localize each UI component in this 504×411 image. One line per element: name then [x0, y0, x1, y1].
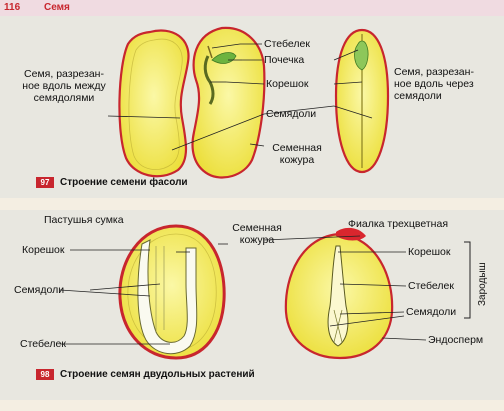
label-right-cotyledons: Семядоли [406, 306, 457, 318]
label-seed-coat-98-line2: кожура [239, 234, 275, 246]
label-cut-between: Семя, разрезан- ное вдоль между семядоля… [14, 68, 114, 104]
label-left-cotyledons: Семядоли [14, 284, 65, 296]
figure97-number: 97 [36, 177, 54, 188]
shepherds-purse-seed [118, 224, 226, 360]
bean-half-left [118, 29, 190, 178]
label-left-root: Корешок [22, 244, 65, 256]
label-stem: Стебелек [264, 38, 310, 50]
figure98-caption: Строение семян двудольных растений [60, 369, 255, 380]
label-shepherds-purse: Пастушья сумка [44, 214, 124, 226]
page-number: 116 [4, 2, 21, 13]
label-bud: Почечка [264, 54, 305, 66]
label-root: Корешок [266, 78, 309, 90]
figure97-caption: Строение семени фасоли [60, 177, 188, 188]
label-seed-coat-97: Семенная кожура [262, 142, 332, 166]
page-title: Семя [44, 2, 70, 13]
label-violet: Фиалка трехцветная [348, 218, 449, 230]
label-cut-between-line1: Семя, разрезан- [24, 68, 104, 80]
label-seed-coat-97-line2: кожура [279, 154, 315, 166]
label-cotyledons: Семядоли [266, 108, 317, 120]
label-endosperm: Эндосперм [428, 334, 484, 346]
label-embryo: Зародыш [477, 262, 488, 306]
figure98-number: 98 [36, 369, 54, 380]
label-cut-between-line2: ное вдоль между [22, 80, 106, 92]
label-cut-through-line2: ное вдоль через [394, 78, 474, 90]
figure98-band [0, 210, 504, 400]
label-right-root: Корешок [408, 246, 451, 258]
label-left-stem: Стебелек [20, 338, 66, 350]
bud-icon [211, 52, 237, 64]
label-cut-through: Семя, разрезан- ное вдоль через семядоли [394, 66, 474, 102]
label-cut-through-line3: семядоли [394, 90, 442, 102]
label-cut-through-line1: Семя, разрезан- [394, 66, 474, 78]
bean-half-right [191, 26, 266, 179]
violet-caruncle [336, 227, 366, 241]
label-seed-coat-97-line1: Семенная [272, 142, 322, 154]
label-right-stem: Стебелек [408, 280, 454, 292]
top-bar [0, 0, 504, 16]
label-seed-coat-98: Семенная кожура [226, 222, 288, 246]
label-cut-between-line3: семядолями [33, 92, 95, 104]
label-seed-coat-98-line1: Семенная [232, 222, 282, 234]
